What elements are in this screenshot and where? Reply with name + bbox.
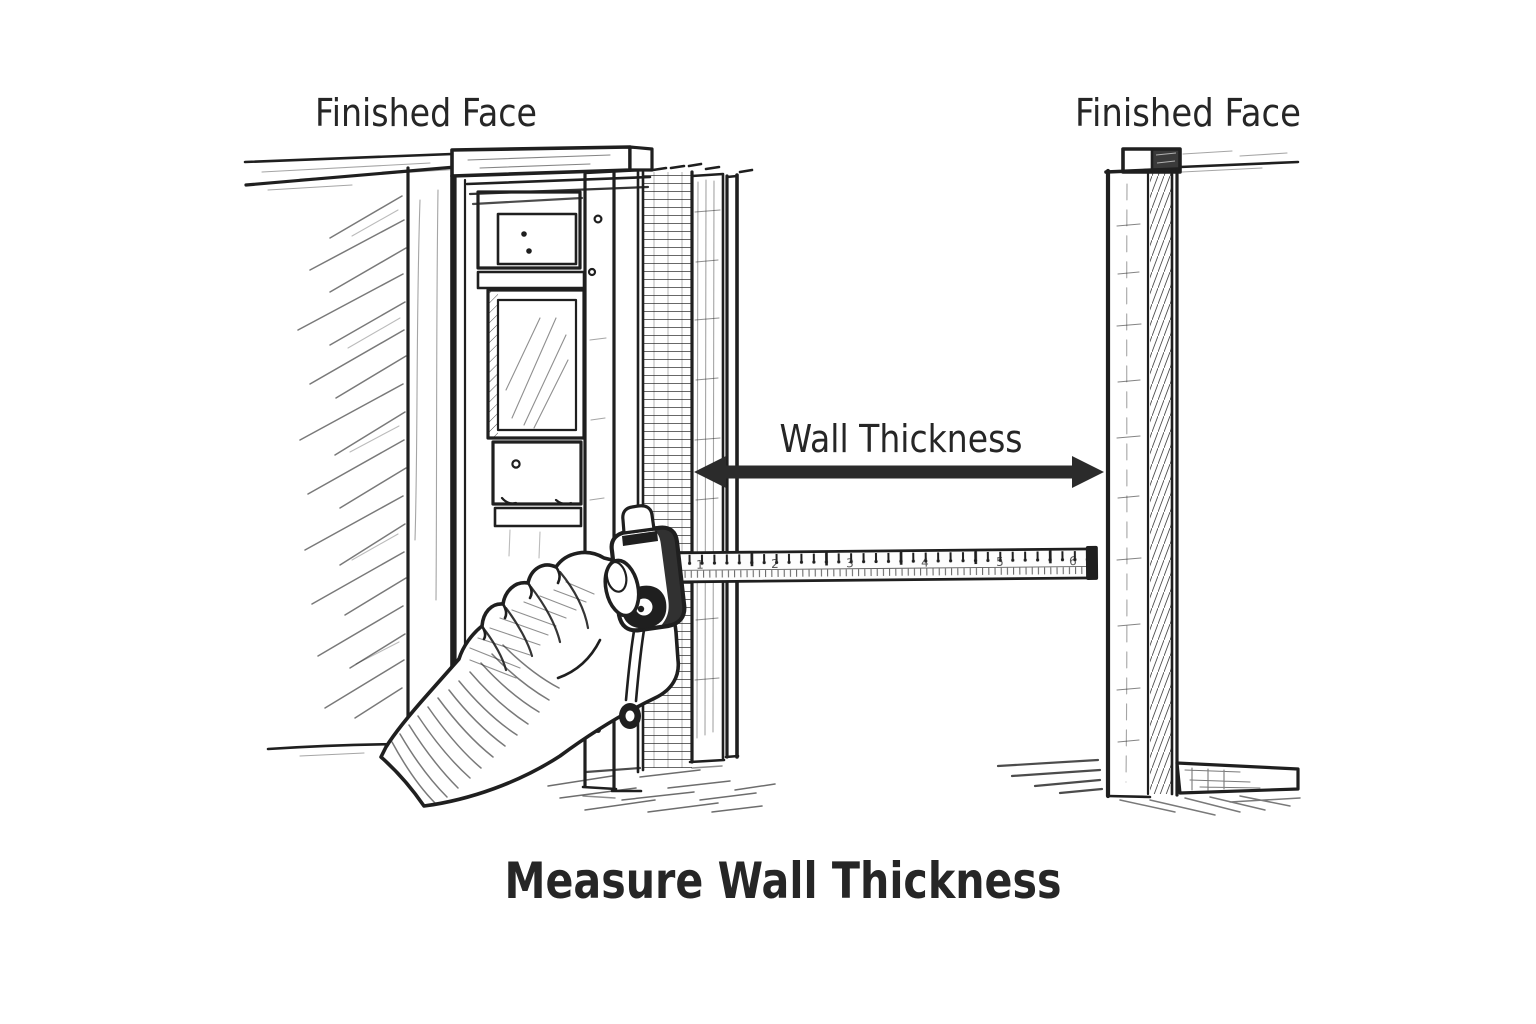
- tape-mark: 2: [771, 557, 779, 571]
- right-wall-illustration: [996, 147, 1301, 816]
- left-wall-illustration: [266, 166, 439, 757]
- thumb: [603, 558, 641, 618]
- wall-thickness-label: Wall Thickness: [780, 417, 1023, 461]
- tape-mark: 6: [1069, 554, 1077, 568]
- door-frame-illustration: [450, 145, 776, 813]
- tape-mark: 4: [921, 555, 929, 569]
- tape-measure-blade: 1 2 3 4 5 6: [662, 545, 1099, 584]
- finished-face-label-right: Finished Face: [1075, 91, 1301, 135]
- tape-measure-body: [603, 504, 687, 729]
- page-title: Measure Wall Thickness: [505, 852, 1062, 910]
- finished-face-label-left: Finished Face: [315, 91, 537, 135]
- tape-strap: [619, 628, 646, 729]
- wall-thickness-arrow-icon: [694, 456, 1104, 488]
- tape-lock-button: [621, 504, 656, 535]
- tape-mark: 3: [846, 556, 854, 570]
- tape-mark: 5: [996, 555, 1004, 569]
- tape-end-hook: [1085, 545, 1099, 580]
- tape-unit-marks: 1 2 3 4 5 6: [696, 554, 1077, 572]
- hand-illustration: [379, 550, 681, 808]
- tape-mark: 1: [696, 558, 704, 572]
